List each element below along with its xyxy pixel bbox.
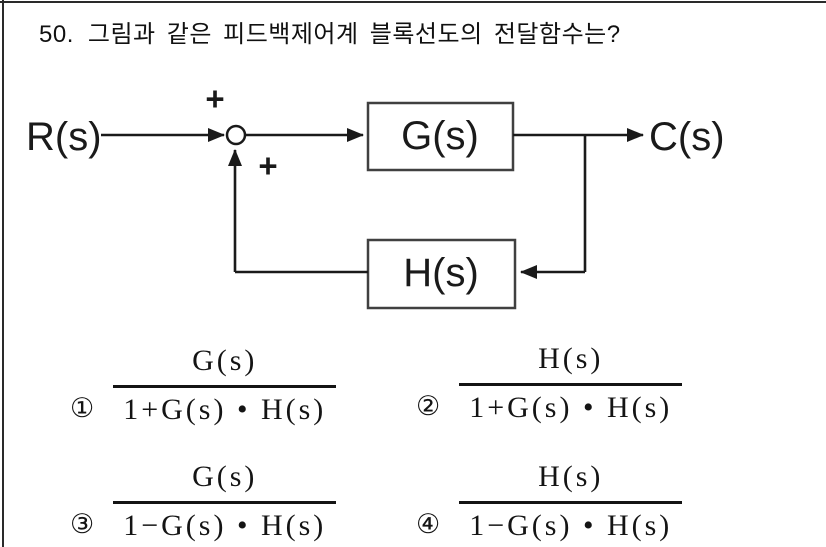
option-1: ① G(s) 1+G(s) • H(s): [70, 344, 337, 427]
option-2-denominator: 1+G(s) • H(s): [459, 382, 683, 425]
feedback-block-label: H(s): [403, 251, 479, 295]
option-1-denominator: 1+G(s) • H(s): [113, 384, 337, 427]
option-1-fraction: G(s) 1+G(s) • H(s): [113, 344, 337, 427]
option-3-numerator: G(s): [192, 460, 258, 493]
feedback-block: [366, 238, 517, 310]
plus-sign-feedback: +: [258, 147, 277, 184]
option-3-denominator: 1−G(s) • H(s): [113, 500, 337, 543]
cell-border-left: [2, 0, 4, 547]
option-1-marker: ①: [70, 393, 95, 424]
option-4-fraction: H(s) 1−G(s) • H(s): [459, 460, 683, 543]
option-1-numerator: G(s): [192, 344, 258, 377]
option-2-marker: ②: [416, 391, 441, 422]
option-4-marker: ④: [416, 509, 441, 540]
option-3-marker: ③: [70, 509, 95, 540]
option-2-numerator: H(s): [538, 342, 604, 375]
question-title: 50. 그림과 같은 피드백제어계 블록선도의 전달함수는?: [39, 14, 621, 49]
output-signal-label: C(s): [649, 115, 725, 159]
forward-block: [366, 101, 515, 172]
input-signal-label: R(s): [26, 115, 102, 159]
block-diagram: R(s) + + G(s) C(s) H(s): [26, 80, 725, 310]
summing-junction: [225, 124, 247, 146]
option-2: ② H(s) 1+G(s) • H(s): [416, 342, 683, 425]
option-4: ④ H(s) 1−G(s) • H(s): [416, 460, 683, 543]
forward-block-label: G(s): [401, 114, 479, 158]
cell-border-top: [0, 1, 826, 3]
question-number: 50.: [39, 21, 74, 48]
option-2-fraction: H(s) 1+G(s) • H(s): [459, 342, 683, 425]
option-3: ③ G(s) 1−G(s) • H(s): [70, 460, 337, 543]
option-4-denominator: 1−G(s) • H(s): [459, 500, 683, 543]
option-4-numerator: H(s): [538, 460, 604, 493]
plus-sign-top: +: [205, 80, 224, 117]
option-3-fraction: G(s) 1−G(s) • H(s): [113, 460, 337, 543]
question-text: 그림과 같은 피드백제어계 블록선도의 전달함수는?: [87, 21, 621, 48]
